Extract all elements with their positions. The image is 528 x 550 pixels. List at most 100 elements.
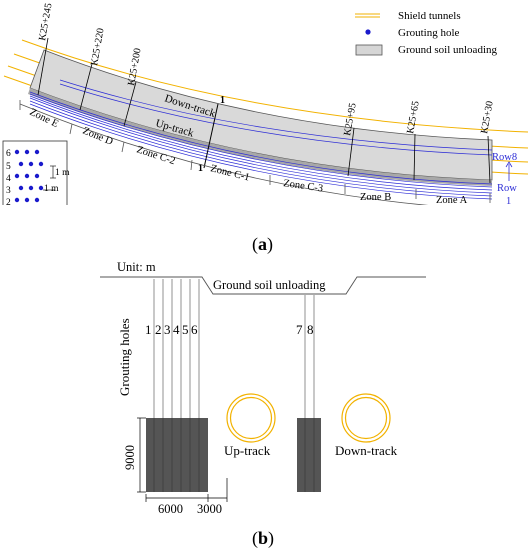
hole-number: 2: [155, 322, 162, 337]
chainage-line: [79, 63, 93, 111]
chainage-label: K25+200: [126, 47, 143, 86]
chainage-label: K25+245: [37, 2, 54, 41]
inset-grouting-dot: [38, 161, 44, 167]
row-arrow-head: [505, 161, 513, 168]
panel-b: Unit: m Ground soil unloading 1 2 3 4 5 …: [100, 260, 426, 516]
zone-label: Zone C-1: [209, 163, 250, 183]
inset-grouting-dot: [39, 210, 43, 214]
panel-a: K25+245 K25+220 K25+200 K25+95 K25+65 K2…: [2, 2, 528, 220]
ground-surface: [100, 276, 426, 295]
inset-frame: [2, 140, 68, 205]
inset-grouting-dot: [34, 149, 40, 155]
down-track-tunnel-inner: [344, 396, 388, 440]
chainage-label: K25+65: [405, 100, 422, 134]
inset-grouting-dot: [24, 149, 30, 155]
inset-row-number: 5: [6, 162, 11, 172]
zone-tick: [121, 141, 125, 153]
unit-label: Unit: m: [117, 260, 156, 274]
up-track-label: Up-track: [224, 443, 271, 458]
zone-label: Zone C-3: [283, 178, 324, 194]
hole-number: 5: [182, 322, 189, 337]
row-bottom-num: 1: [506, 196, 511, 207]
chainage-line: [347, 127, 355, 177]
panel-a-label: (a): [252, 234, 273, 255]
zone-label: Zone C-2: [135, 144, 176, 167]
inset-grouting-dot: [14, 197, 20, 203]
inset-grouting-dot: [14, 173, 20, 179]
inset-grouting-dot: [24, 197, 30, 203]
hole-layout-inset: 6 5 4 3 2 1 1 m 1 m: [2, 140, 70, 220]
section-mark-bottom: 1: [198, 163, 203, 174]
spacing-label-horizontal: 1 m: [44, 184, 59, 194]
inset-grouting-dot: [28, 161, 34, 167]
grouting-row: [29, 103, 493, 200]
inset-dots: [14, 149, 44, 214]
chainage-line: [37, 37, 49, 96]
grouting-row: [29, 100, 493, 197]
legend-grouting-dot: [365, 29, 371, 35]
down-track-tunnel: [341, 393, 391, 443]
zone-label: Zone B: [360, 192, 391, 203]
inset-grouting-dot: [18, 161, 24, 167]
section-line: [203, 103, 219, 169]
grouting-row: [29, 91, 493, 185]
row-top-label: Row8: [492, 152, 517, 163]
hole-number: 6: [191, 322, 198, 337]
inset-grouting-dot: [18, 185, 24, 191]
chainage-line: [413, 133, 416, 181]
hole-number: 3: [164, 322, 171, 337]
hole-number: 1: [145, 322, 152, 337]
inset-row-number: 1: [6, 210, 11, 220]
grouted-zone-left: [146, 418, 208, 492]
tunnel-line: [21, 39, 528, 133]
hole-number: 8: [307, 322, 314, 337]
inset-grouting-dot: [29, 210, 33, 214]
zone-tick: [69, 123, 73, 135]
unloading-label: Ground soil unloading: [213, 278, 326, 292]
zone-baseline: [19, 103, 429, 205]
dim-width-main-label: 6000: [158, 502, 183, 516]
legend-tunnel-label: Shield tunnels: [398, 10, 461, 22]
row-bottom-word: Row: [497, 183, 517, 194]
zone-tick: [190, 159, 193, 171]
grouting-row: [29, 93, 493, 188]
chainage-label: K25+220: [89, 27, 106, 66]
down-track-label: Down-track: [335, 443, 398, 458]
grouting-row: [29, 97, 493, 194]
grouted-zone-right: [297, 418, 321, 492]
spacing-label-vertical: 1 m: [55, 168, 70, 178]
inset-row-number: 6: [6, 149, 11, 159]
inset-grouting-dot: [28, 185, 34, 191]
dim-width-side-label: 3000: [197, 502, 222, 516]
up-track-tunnel-inner: [229, 396, 273, 440]
legend-grouting-label: Grouting hole: [398, 27, 460, 39]
inset-row-number: 3: [6, 186, 11, 196]
grouting-row: [59, 83, 493, 156]
inset-grouting-dot: [14, 149, 20, 155]
up-track-tunnel: [226, 393, 276, 443]
hole-number: 4: [173, 322, 180, 337]
inset-row-number: 4: [6, 174, 11, 184]
chainage-line: [123, 81, 137, 127]
legend-unloading-label: Ground soil unloading: [398, 44, 497, 56]
chainage-line: [487, 135, 491, 184]
legend-unloading-swatch: [355, 44, 383, 56]
zone-label: Zone D: [81, 126, 115, 148]
inset-grouting-dot: [24, 173, 30, 179]
chainage-label: K25+30: [479, 100, 496, 134]
inset-grouting-dot: [34, 173, 40, 179]
inset-grouting-dot: [19, 210, 23, 214]
inset-row-number: 2: [6, 198, 11, 208]
grouting-holes-label: Grouting holes: [117, 318, 132, 396]
grouting-row: [59, 79, 493, 151]
zone-label: Zone A: [436, 195, 468, 206]
inset-grouting-dot: [34, 197, 40, 203]
section-mark-top: 1: [220, 95, 225, 106]
legend: Shield tunnels Grouting hole Ground soil…: [355, 10, 497, 56]
panel-b-label: (b): [252, 528, 274, 549]
dim-height-label: 9000: [123, 445, 137, 470]
grouting-row: [29, 95, 493, 191]
hole-number: 7: [296, 322, 303, 337]
inset-grouting-dot: [38, 185, 44, 191]
